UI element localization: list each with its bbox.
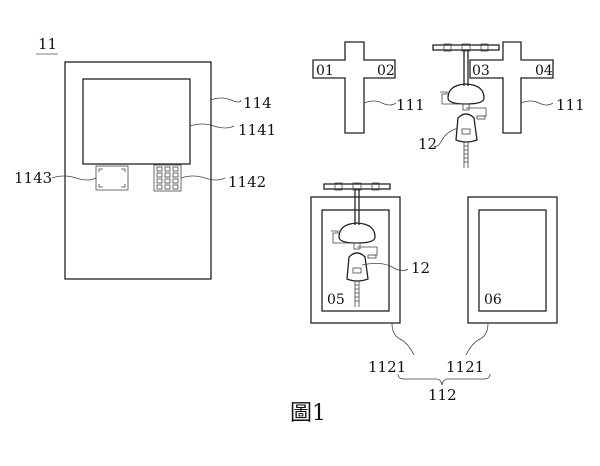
parking-bay-right: 06 — [468, 197, 557, 323]
leader-line — [190, 124, 234, 128]
keypad-key — [173, 179, 178, 183]
leader-line — [52, 176, 96, 180]
leader-line — [362, 263, 408, 270]
bay-ref-label-right: 1121 — [446, 358, 484, 376]
post-ref-label-left: 111 — [396, 96, 425, 114]
keypad-frame — [154, 165, 181, 191]
slot-label-02: 02 — [377, 63, 395, 79]
post-ref-label-right: 111 — [556, 96, 585, 114]
keypad-key — [165, 185, 170, 189]
keypad-ref-label: 1142 — [228, 173, 266, 191]
keypad-key — [165, 179, 170, 183]
leader-line — [466, 323, 488, 355]
bay-ref-label-left: 1121 — [368, 358, 406, 376]
keypad-key — [173, 167, 178, 171]
figure-label: 圖1 — [290, 401, 326, 426]
kiosk: 11 114 1141 1143 1142 — [14, 35, 276, 279]
leader-line — [211, 98, 241, 102]
card-reader — [96, 166, 128, 190]
keypad-key — [157, 167, 162, 171]
scooter-ref-label-bottom: 12 — [411, 259, 430, 277]
kiosk-body — [65, 62, 211, 279]
keypad-key — [165, 173, 170, 177]
leader-line — [521, 101, 553, 105]
kiosk-screen — [83, 79, 190, 164]
keypad-key — [157, 185, 162, 189]
keypad-key — [157, 173, 162, 177]
slot-label-03: 03 — [472, 63, 490, 79]
card-reader-ref-label: 1143 — [14, 169, 52, 187]
scooter-bottom — [324, 183, 390, 307]
bay-group-ref-label: 112 — [428, 386, 457, 404]
leader-line — [434, 128, 458, 146]
kiosk-ref-label: 11 — [38, 35, 57, 53]
parking-post-left: 01 02 — [313, 42, 395, 133]
scooter-ref-label-top: 12 — [418, 135, 437, 153]
slot-label-04: 04 — [535, 63, 553, 79]
leader-line — [181, 176, 225, 180]
slot-label-06: 06 — [484, 292, 502, 308]
slot-label-01: 01 — [316, 63, 334, 79]
keypad-key — [173, 173, 178, 177]
keypad-key — [157, 179, 162, 183]
screen-ref-label: 1141 — [238, 121, 276, 139]
slot-label-05: 05 — [327, 292, 345, 308]
kiosk-body-ref-label: 114 — [243, 94, 272, 112]
leader-line — [392, 323, 414, 355]
keypad-key — [173, 185, 178, 189]
keypad-key — [165, 167, 170, 171]
leader-line — [364, 101, 396, 105]
keypad — [154, 165, 181, 191]
